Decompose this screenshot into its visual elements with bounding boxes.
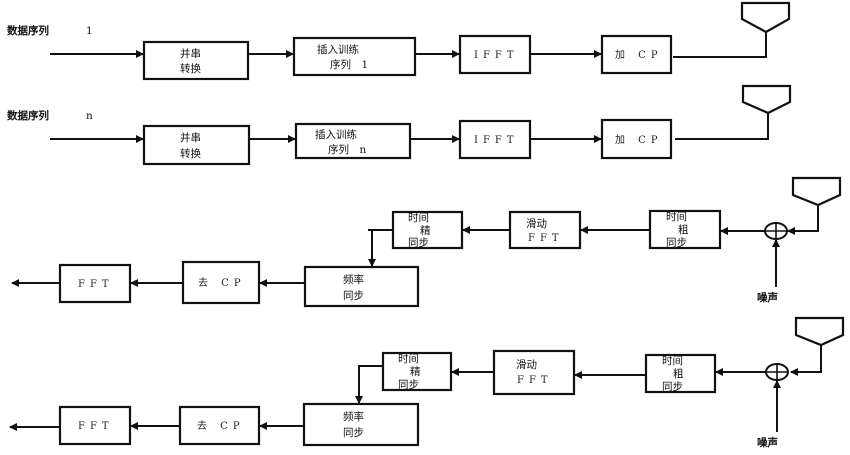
txn-ps-convert-block — [142, 124, 251, 166]
rx1-antenna-feed — [787, 205, 819, 235]
rxn-sfft-line1: 滑动 — [516, 359, 537, 371]
rxn-antenna-icon — [794, 316, 845, 347]
rxn-antenna-feed — [790, 345, 822, 376]
rxn-fine-line3: 同步 — [398, 379, 419, 391]
tx1-insert-training-block — [292, 36, 417, 77]
rx1-adder-icon — [764, 222, 788, 240]
rxn-coarse-line3: 同步 — [662, 381, 683, 393]
rx1-sfft-line1: 滑动 — [526, 218, 547, 230]
rx1-coarse-line1: 时间 — [666, 210, 687, 223]
txn-ins-line1: 插入训练 — [315, 128, 357, 141]
rx1-fft-block — [58, 263, 132, 304]
tx1-input-index: 1 — [86, 25, 93, 37]
rx1-fine-line2: 精 — [420, 224, 431, 237]
rxn-adder-icon — [765, 363, 789, 381]
txn-add-cp-block — [600, 118, 673, 160]
rxn-arrow-to-freq — [355, 365, 383, 404]
rxn-coarse-line1: 时间 — [662, 354, 683, 367]
rx1-fft-label: FFT — [78, 279, 114, 290]
tx1-add-cp-label: 加 CP — [615, 49, 663, 61]
txn-ifft-label: IFFT — [474, 135, 519, 146]
rxn-coarse-line2: 粗 — [673, 368, 684, 380]
rxn-sfft-line2: FFT — [517, 375, 553, 386]
rx1-coarse-line2: 粗 — [678, 224, 689, 236]
rxn-fine-line2: 精 — [410, 365, 421, 378]
rxn-fft-label: FFT — [78, 421, 114, 432]
receiver-1: 噪声 时间 粗 同步 滑动 FFT 时间 精 同步 频率 同步 去 CP FFT — [11, 176, 842, 308]
txn-antenna-feed — [675, 113, 769, 140]
tx1-input-label: 数据序列 — [6, 24, 49, 37]
tx1-ins-line1: 插入训练 — [317, 43, 359, 56]
tx1-ins-line2: 序列 1 — [330, 58, 368, 71]
txn-input-label: 数据序列 — [6, 109, 49, 122]
rxn-freq-line1: 频率 — [343, 410, 364, 423]
tx1-ifft-label: IFFT — [474, 50, 519, 61]
rxn-freq-sync-block — [302, 402, 420, 447]
rx1-freq-line2: 同步 — [343, 290, 364, 302]
tx1-ps-convert-block — [142, 40, 250, 81]
tx1-ps-line1: 并串 — [180, 47, 201, 60]
txn-add-cp-label: 加 CP — [615, 134, 663, 146]
transmitter-n: 数据序列 n 并串 转换 插入训练 序列 n IFFT 加 CP — [6, 84, 792, 166]
tx1-ps-line2: 转换 — [180, 62, 201, 75]
rx1-fine-line1: 时间 — [408, 211, 429, 224]
txn-ins-line2: 序列 n — [328, 143, 366, 156]
rxn-noise-label: 噪声 — [757, 436, 778, 449]
tx1-add-cp-block — [600, 34, 673, 75]
txn-input-index: n — [86, 110, 93, 122]
transmitter-1: 数据序列 1 并串 转换 插入训练 序列 1 IFFT 加 CP — [6, 1, 791, 81]
rxn-fine-line1: 时间 — [398, 352, 419, 365]
tx1-antenna-icon — [740, 1, 791, 34]
tx1-antenna-feed — [673, 32, 767, 58]
rx1-coarse-sync-block — [648, 209, 722, 250]
rx1-sfft-line2: FFT — [528, 233, 564, 244]
rx1-fine-line3: 同步 — [408, 237, 429, 249]
txn-insert-training-block — [294, 122, 412, 160]
rx1-noise-label: 噪声 — [757, 291, 778, 304]
rxn-fine-sync-block — [381, 351, 453, 392]
rx1-freq-line1: 频率 — [343, 273, 364, 286]
rx1-remove-cp-block — [181, 260, 261, 305]
rx1-fine-sync-block — [391, 210, 464, 250]
txn-antenna-icon — [741, 84, 792, 115]
rxn-sliding-fft-block — [492, 349, 576, 396]
tx1-ifft-block — [458, 34, 532, 75]
rx1-coarse-line3: 同步 — [666, 237, 687, 249]
rxn-fft-block — [58, 405, 132, 446]
txn-ps-line1: 并串 — [180, 131, 201, 144]
rxn-freq-line2: 同步 — [343, 427, 364, 439]
rx1-antenna-icon — [791, 176, 842, 207]
rxn-rmcp-label: 去 CP — [197, 420, 245, 432]
rx1-rmcp-label: 去 CP — [198, 277, 246, 289]
rxn-coarse-sync-block — [644, 353, 717, 394]
receiver-n: 噪声 时间 粗 同步 滑动 FFT 时间 精 同步 频率 同步 去 CP FFT — [9, 316, 845, 449]
txn-ps-line2: 转换 — [180, 147, 201, 160]
rx1-freq-sync-block — [303, 265, 420, 308]
